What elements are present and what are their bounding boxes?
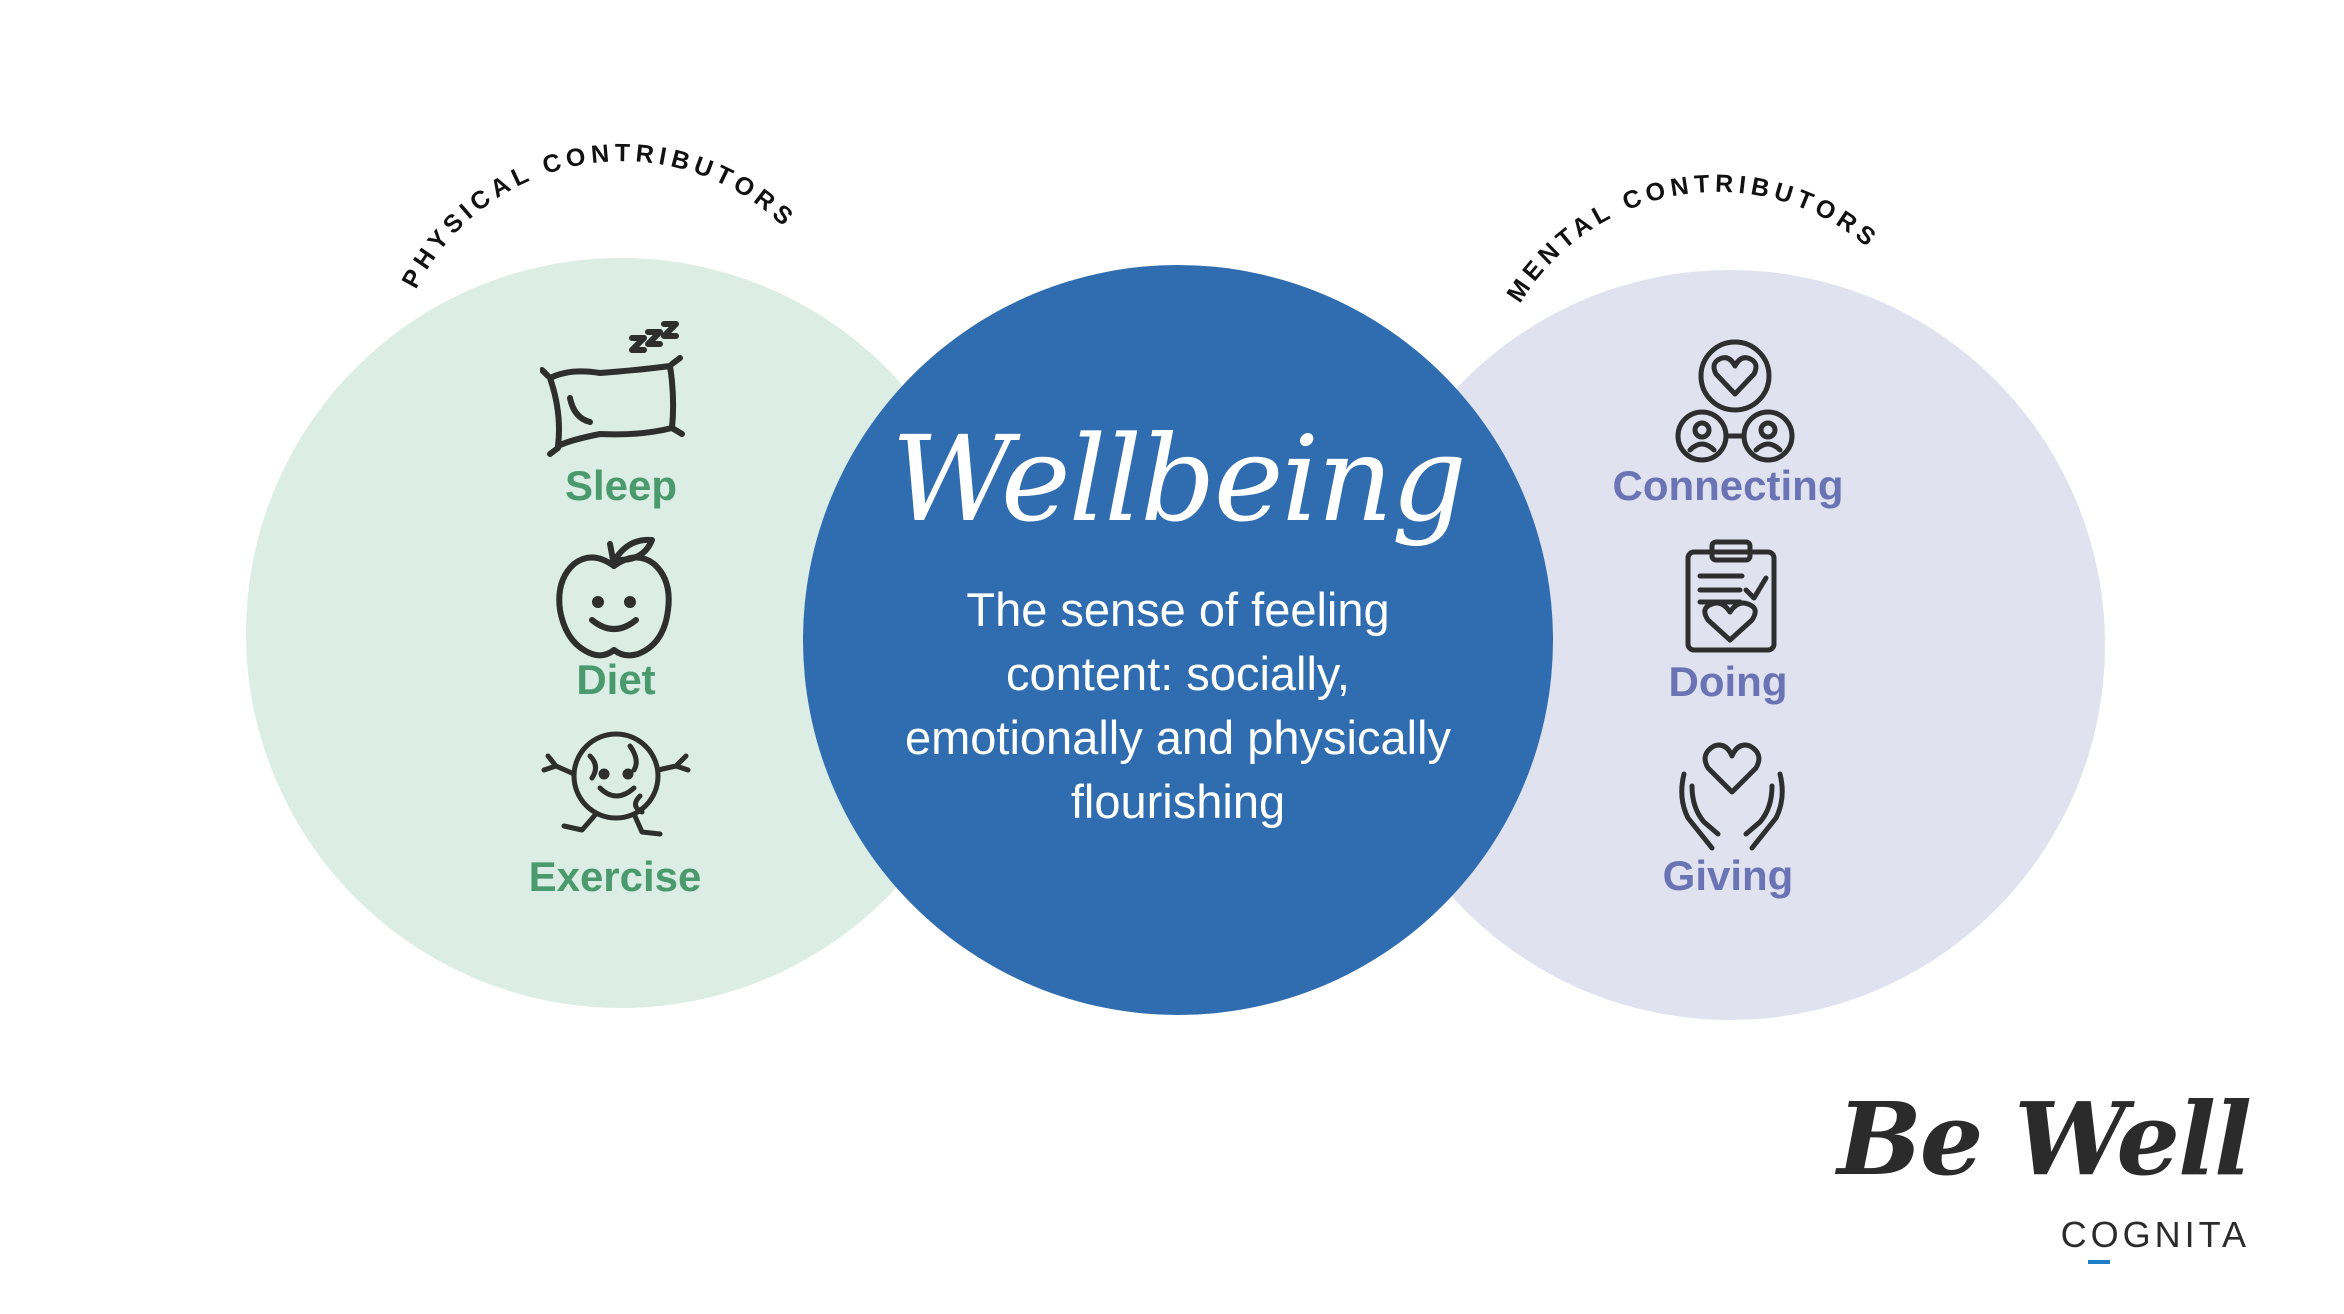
wellbeing-definition: The sense of feeling content: socially, …: [904, 583, 1451, 828]
clipboard-heart-icon: [1685, 539, 1777, 653]
mental-item-connecting: Connecting: [1612, 462, 1844, 509]
physical-item-sleep: Sleep: [564, 462, 678, 509]
mental-contributors-heading: MENTAL CONTRIBUTORS: [1501, 170, 1884, 308]
physical-item-exercise: Exercise: [528, 853, 702, 900]
pillow-sleep-icon: [540, 321, 685, 457]
running-globe-icon: [541, 731, 691, 837]
mental-item-doing: Doing: [1668, 658, 1788, 705]
hands-heart-icon: [1679, 742, 1785, 851]
physical-item-diet: Diet: [576, 656, 656, 703]
smiling-apple-icon: [556, 536, 672, 659]
be-well-logo: Be Well: [1837, 1080, 2252, 1198]
people-heart-network-icon: [1675, 339, 1795, 463]
wellbeing-title: Wellbeing: [891, 410, 1467, 548]
cognita-accent-mark: [2088, 1260, 2110, 1264]
cognita-wordmark: COGNITA: [2060, 1214, 2250, 1255]
physical-contributors-heading: PHYSICAL CONTRIBUTORS: [396, 139, 801, 293]
wellbeing-circle: [803, 265, 1553, 1015]
mental-item-giving: Giving: [1662, 852, 1794, 899]
